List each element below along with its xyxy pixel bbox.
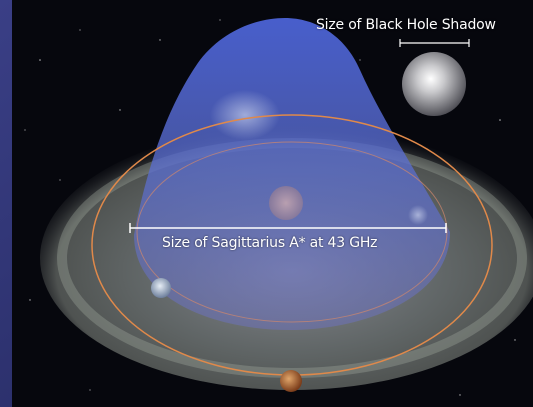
shadow-volume-dome [134, 18, 450, 330]
shadow-scale-bar [399, 39, 470, 47]
mars-planet-icon [280, 370, 302, 392]
sagittarius-size-label: Size of Sagittarius A* at 43 GHz [162, 235, 378, 251]
sphere-icon [402, 52, 466, 116]
earth-planet-icon [151, 278, 171, 298]
faint-body-icon [408, 205, 428, 225]
inner-orbit-ring [136, 141, 448, 323]
sun-icon [269, 186, 303, 220]
dome-highlight [210, 90, 280, 140]
sgr-scale-bar [129, 223, 447, 233]
black-hole-shadow-label: Size of Black Hole Shadow [316, 17, 496, 33]
